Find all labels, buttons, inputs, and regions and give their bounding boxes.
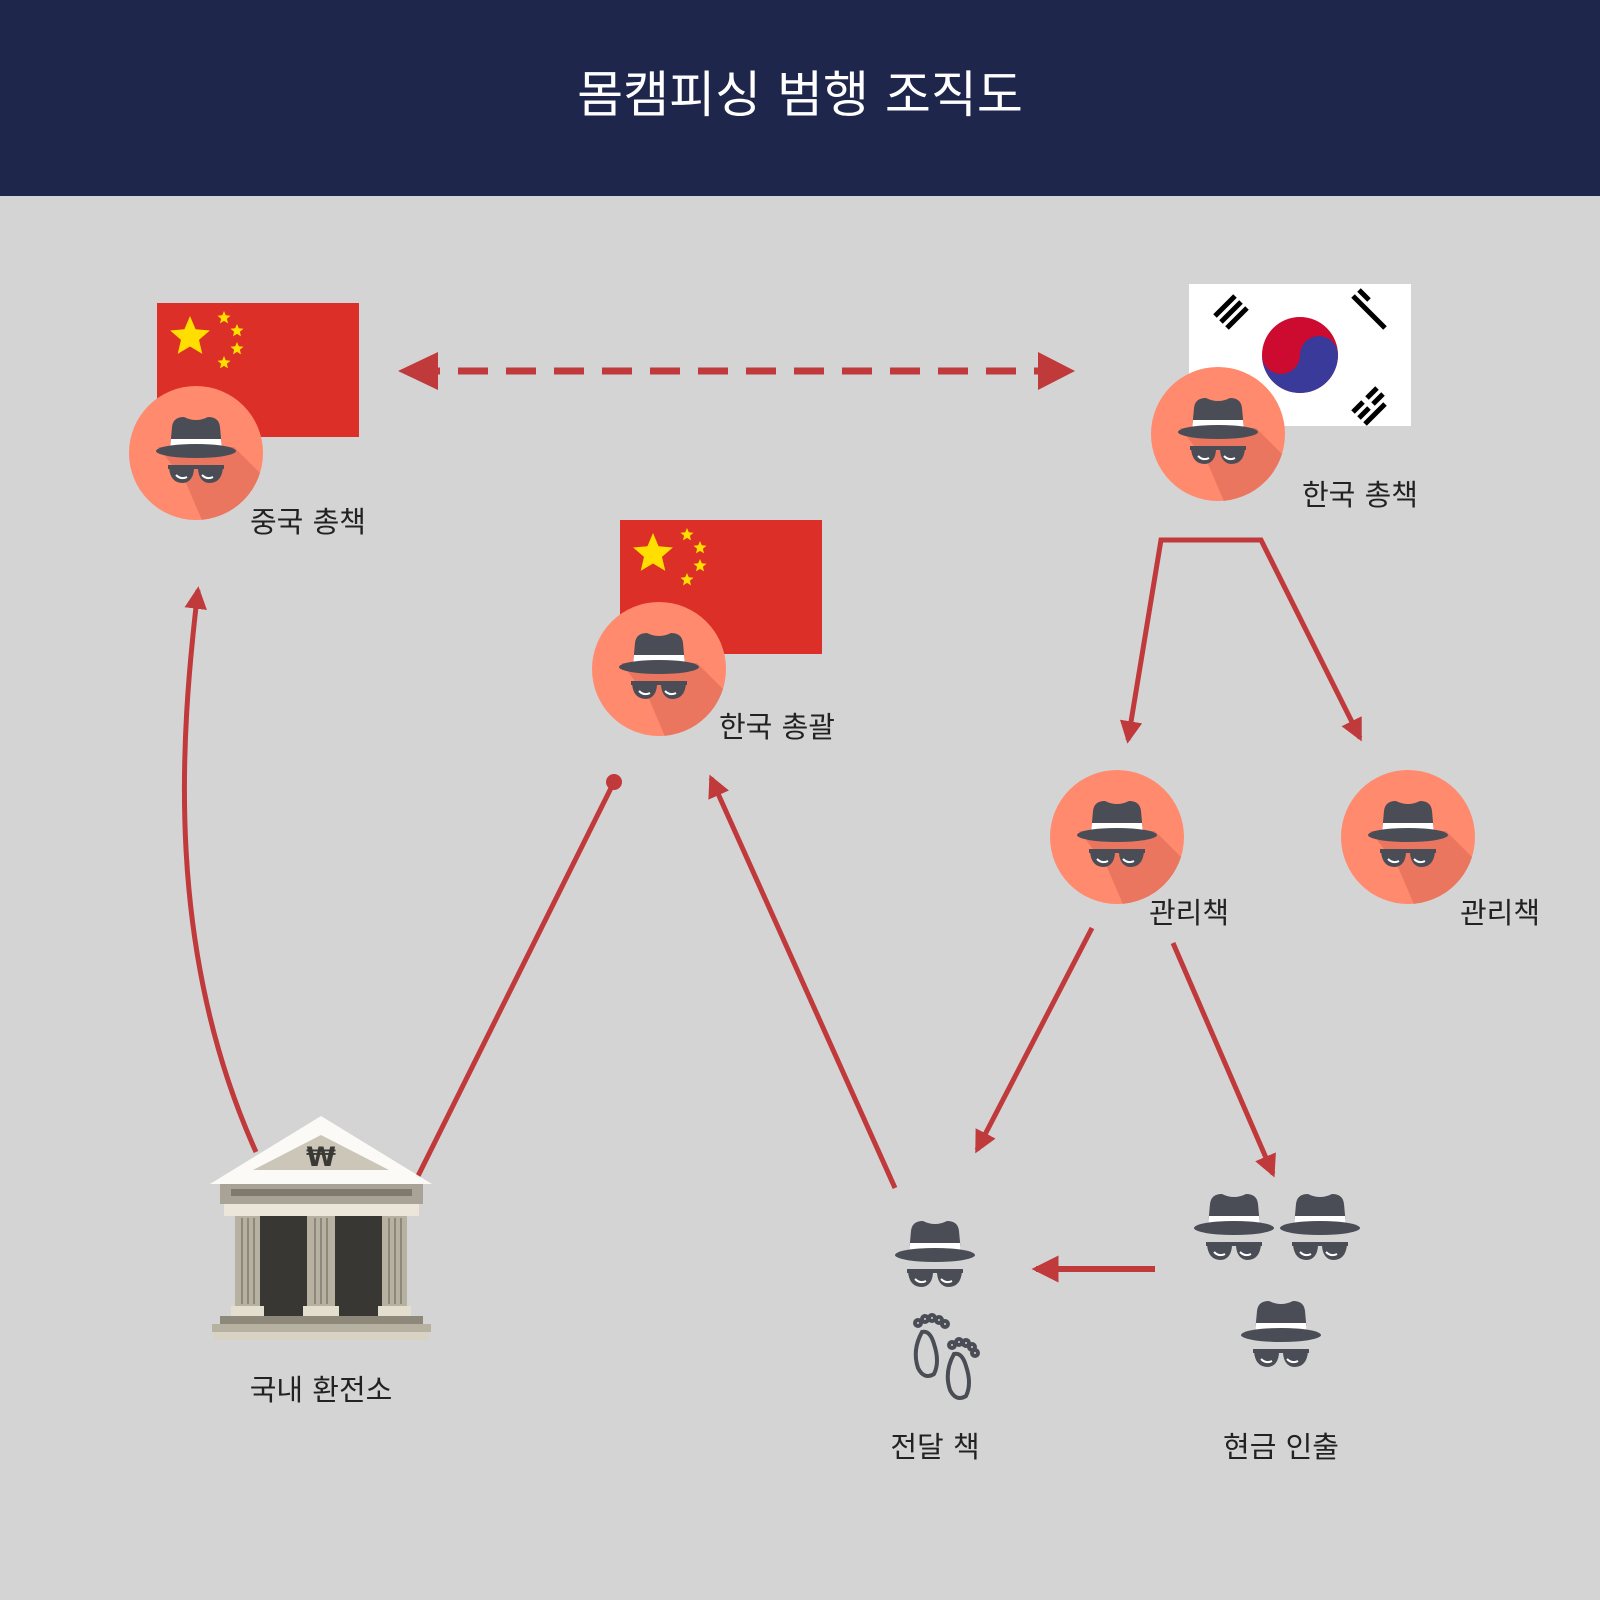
arrowhead-right (1038, 352, 1075, 390)
footprints-icon (913, 1313, 980, 1400)
bank-icon: ₩ (210, 1116, 432, 1340)
link-manager-withdrawal (1170, 942, 1276, 1178)
spy-icon (1193, 1193, 1275, 1261)
spy-icon (1240, 1300, 1322, 1368)
label-manager-right: 관리책 (1460, 896, 1541, 930)
currency-symbol: ₩ (306, 1142, 336, 1173)
spy-icon (894, 1220, 976, 1288)
arrowhead-left (398, 352, 438, 390)
label-china-boss: 중국 총책 (250, 505, 366, 539)
header-bar (0, 0, 1600, 196)
label-korea-boss: 한국 총책 (1302, 478, 1418, 512)
page-title: 몸캠피싱 범행 조직도 (577, 66, 1023, 124)
spy-icon (1279, 1193, 1361, 1261)
link-dot (606, 774, 622, 790)
label-withdrawal: 현금 인출 (1223, 1430, 1339, 1464)
link-courier-chief (708, 774, 898, 1190)
label-exchange: 국내 환전소 (249, 1373, 393, 1407)
label-manager-left: 관리책 (1149, 896, 1230, 930)
label-courier: 전달 책 (890, 1430, 980, 1464)
label-korea-chief: 한국 총괄 (719, 710, 835, 744)
link-manager-courier (974, 926, 1095, 1154)
link-boss-manager-left (1119, 537, 1261, 744)
link-exchange-chief (415, 780, 617, 1178)
link-boss-manager-right (1161, 537, 1363, 742)
link-exchange-china (181, 586, 259, 1154)
